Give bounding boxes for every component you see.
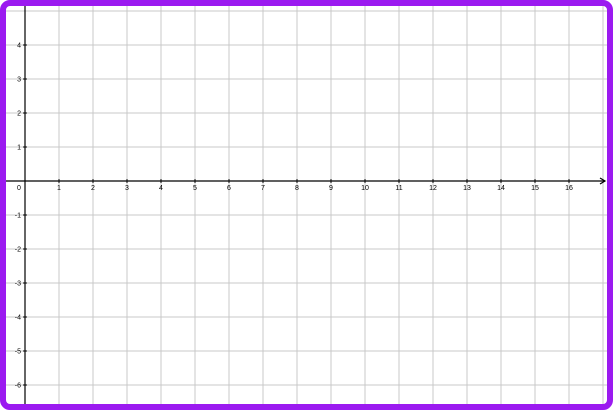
x-tick-label: 4 (159, 185, 163, 192)
y-tick-label: -1 (15, 213, 21, 220)
y-tick-label: -6 (15, 383, 21, 390)
x-tick-label: 12 (429, 185, 437, 192)
y-tick-label: -2 (15, 247, 21, 254)
y-tick-label: -3 (15, 281, 21, 288)
y-tick-label: 4 (17, 43, 21, 50)
y-tick-label: -5 (15, 349, 21, 356)
y-tick-label: 1 (17, 145, 21, 152)
x-tick-label: 8 (295, 185, 299, 192)
x-tick-label: 3 (125, 185, 129, 192)
y-tick-label: -4 (15, 315, 21, 322)
x-tick-label: 0 (17, 185, 21, 192)
x-tick-label: 9 (329, 185, 333, 192)
x-tick-label: 2 (91, 185, 95, 192)
x-tick-label: 15 (531, 185, 539, 192)
x-tick-label: 10 (361, 185, 369, 192)
y-tick-label: 2 (17, 111, 21, 118)
x-axis-arrow-icon (599, 177, 607, 185)
x-tick-label: 11 (395, 185, 402, 192)
grid-lines (6, 6, 607, 404)
y-tick-label: 3 (17, 77, 21, 84)
x-tick-label: 14 (497, 185, 505, 192)
y-tick-labels: 4 3 2 1 -1 -2 -3 -4 -5 -6 (15, 43, 27, 390)
x-tick-label: 7 (261, 185, 265, 192)
x-tick-label: 13 (463, 185, 471, 192)
axes (6, 6, 607, 404)
x-tick-label: 6 (227, 185, 231, 192)
x-tick-label: 1 (57, 185, 61, 192)
x-tick-label: 16 (565, 185, 573, 192)
x-tick-label: 5 (193, 185, 197, 192)
